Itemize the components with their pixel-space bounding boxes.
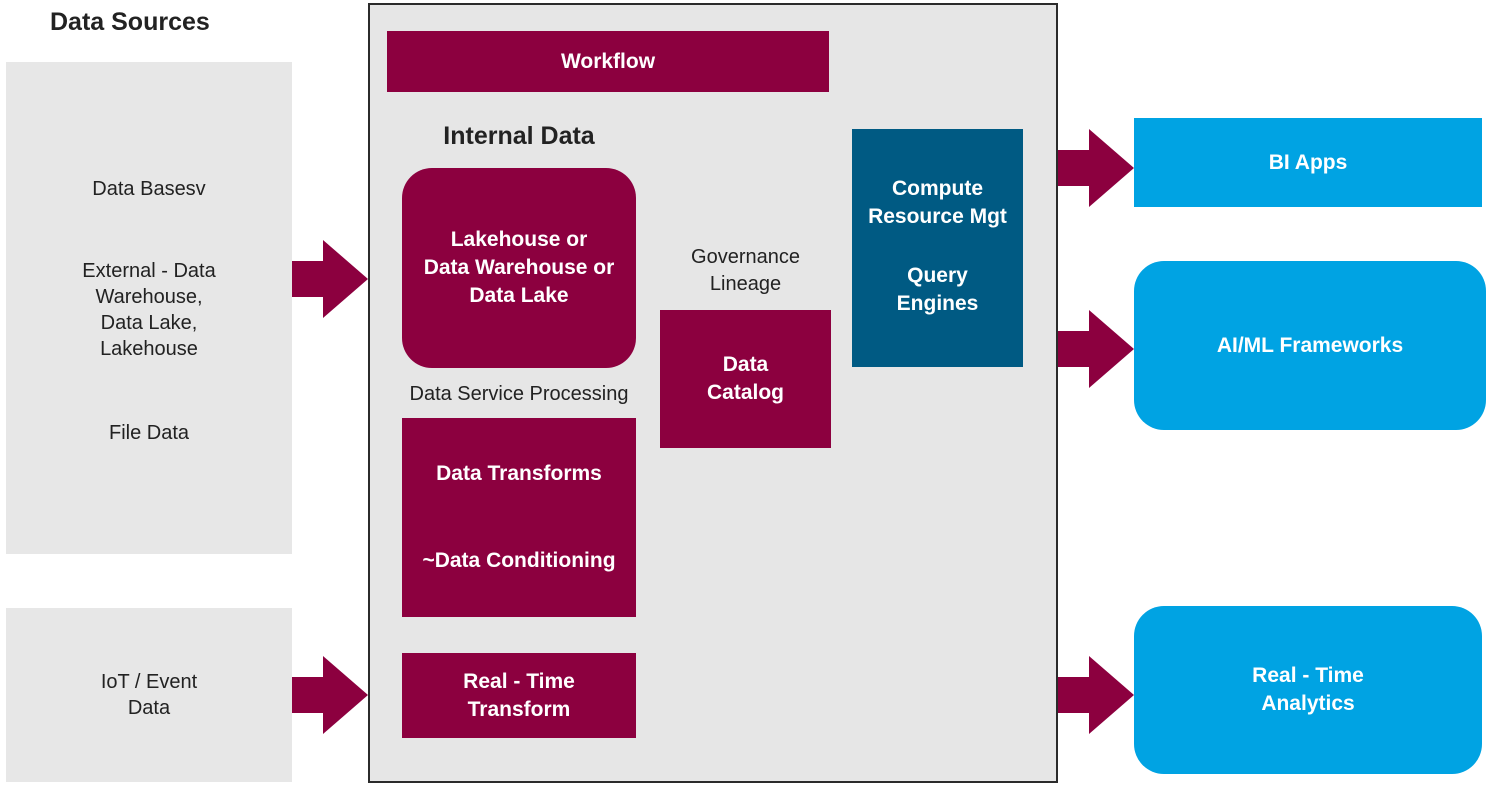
internal-data-title: Internal Data (443, 122, 595, 150)
iot-event-data-label: IoT / Event Data (100, 671, 198, 719)
arrow-to-realtime-analytics (1058, 656, 1134, 734)
data-transforms-label: Data Transforms (436, 462, 602, 485)
data-catalog-label: Data Catalog (706, 353, 784, 404)
query-engines-label: Query Engines (896, 264, 979, 315)
aiml-frameworks-box: AI/ML Frameworks (1134, 261, 1486, 430)
workflow-label: Workflow (560, 49, 656, 73)
compute-query-box: Compute Resource Mgt Query Engines (852, 129, 1023, 367)
source-databases: Data Basesv (92, 178, 206, 200)
arrow-to-bi-apps (1058, 129, 1134, 207)
lakehouse-box: Lakehouse or Data Warehouse or Data Lake (402, 168, 636, 368)
data-service-processing-label: Data Service Processing (409, 383, 629, 405)
realtime-analytics-label: Real - Time Analytics (1252, 664, 1364, 715)
arrow-to-aiml (1058, 310, 1134, 388)
aiml-frameworks-label: AI/ML Frameworks (1216, 333, 1404, 357)
arrow-iot-to-platform (292, 656, 368, 734)
realtime-transform-label: Real - Time Transform (463, 669, 575, 721)
lakehouse-label: Lakehouse or Data Warehouse or Data Lake (423, 228, 615, 307)
iot-source-panel: IoT / Event Data (6, 608, 292, 782)
source-external-warehouse: External - Data Warehouse, Data Lake, La… (82, 260, 216, 360)
bi-apps-box: BI Apps (1134, 118, 1482, 207)
data-conditioning-label: ~Data Conditioning (422, 549, 616, 572)
workflow-box: Workflow (387, 31, 829, 92)
data-sources-panel: Data Basesv External - Data Warehouse, D… (6, 62, 292, 554)
realtime-analytics-box: Real - Time Analytics (1134, 606, 1482, 774)
data-sources-title: Data Sources (50, 8, 210, 36)
data-catalog-box: Data Catalog (660, 310, 831, 448)
source-file-data: File Data (108, 422, 190, 444)
realtime-transform-box: Real - Time Transform (402, 653, 636, 738)
data-transforms-box: Data Transforms ~Data Conditioning (402, 418, 636, 617)
bi-apps-label: BI Apps (1268, 150, 1348, 174)
governance-lineage-label: Governance Lineage (691, 246, 800, 295)
compute-resource-label: Compute Resource Mgt (868, 177, 1007, 228)
arrow-sources-to-platform (292, 240, 368, 318)
